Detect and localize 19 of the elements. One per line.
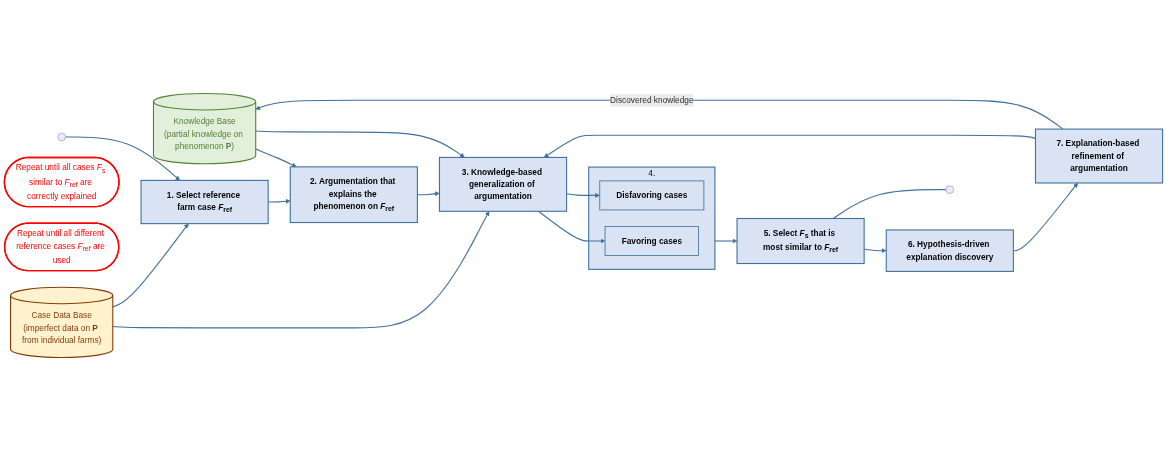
arrow (537, 210, 606, 244)
arrow (255, 99, 1064, 130)
node-box: Favoring cases (604, 226, 699, 256)
arrow (65, 136, 180, 181)
connector (832, 189, 947, 220)
edge-label: Discovered knowledge (610, 95, 694, 105)
arrow (714, 238, 738, 244)
node-box: Disfavoring cases (599, 180, 705, 211)
node-box: 7. Explanation-based refinement of argumentation (1034, 128, 1164, 184)
node-box: 5. Select F$_{s}$ that is most similar to F$_{ref}$ (736, 217, 865, 265)
arrow (255, 148, 297, 168)
node-box: 1. Select reference farm case F$_{ref}$ (140, 179, 269, 225)
arrow (112, 223, 189, 308)
node-box: 6. Hypothesis-driven explanation discovery (885, 229, 1014, 272)
arrow (566, 193, 600, 198)
arrow (255, 130, 465, 158)
node-box: 3. Knowledge-based generalization of argumentation (438, 156, 568, 212)
node-box: 2. Argumentation that explains the phenomenon on F$_{ref}$ (289, 166, 418, 224)
arrow (112, 211, 490, 329)
